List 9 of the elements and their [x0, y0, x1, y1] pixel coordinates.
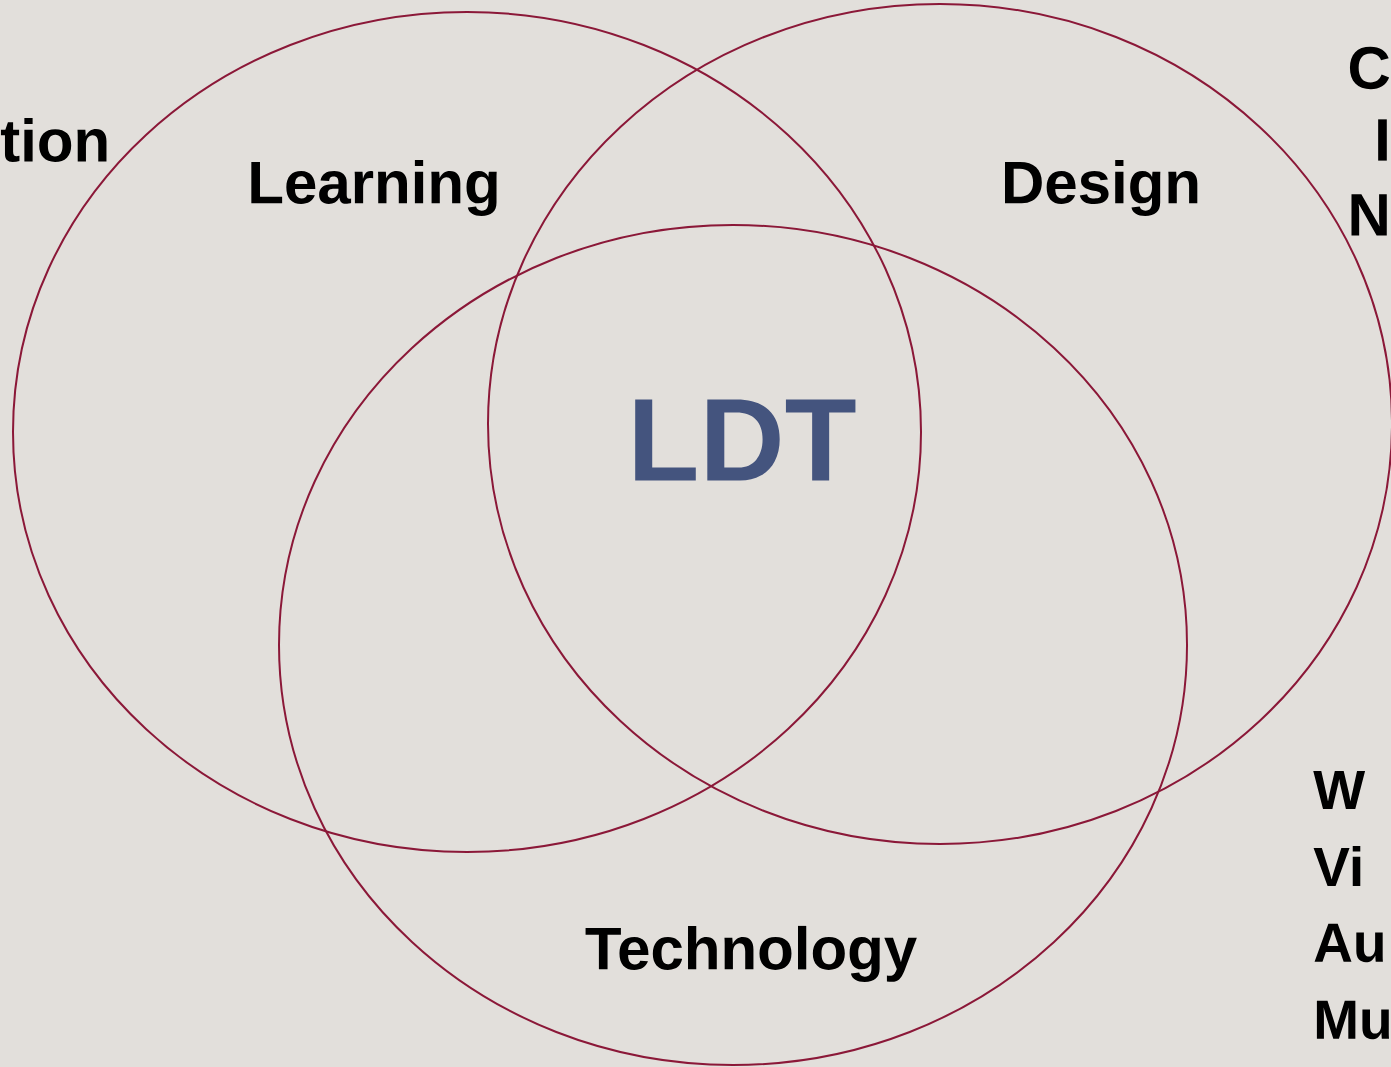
center-label: LDT — [635, 399, 856, 481]
cut-off-text: N — [1351, 194, 1387, 236]
cut-off-text: Mu — [1316, 1000, 1389, 1040]
cut-off-text: tion — [0, 117, 107, 162]
cut-off-text: Au — [1314, 923, 1383, 963]
cut-off-text: W — [1313, 771, 1366, 809]
cut-off-text: I — [1378, 119, 1387, 161]
cut-off-text: Vi — [1313, 846, 1361, 886]
cut-off-text: C — [1349, 46, 1390, 90]
